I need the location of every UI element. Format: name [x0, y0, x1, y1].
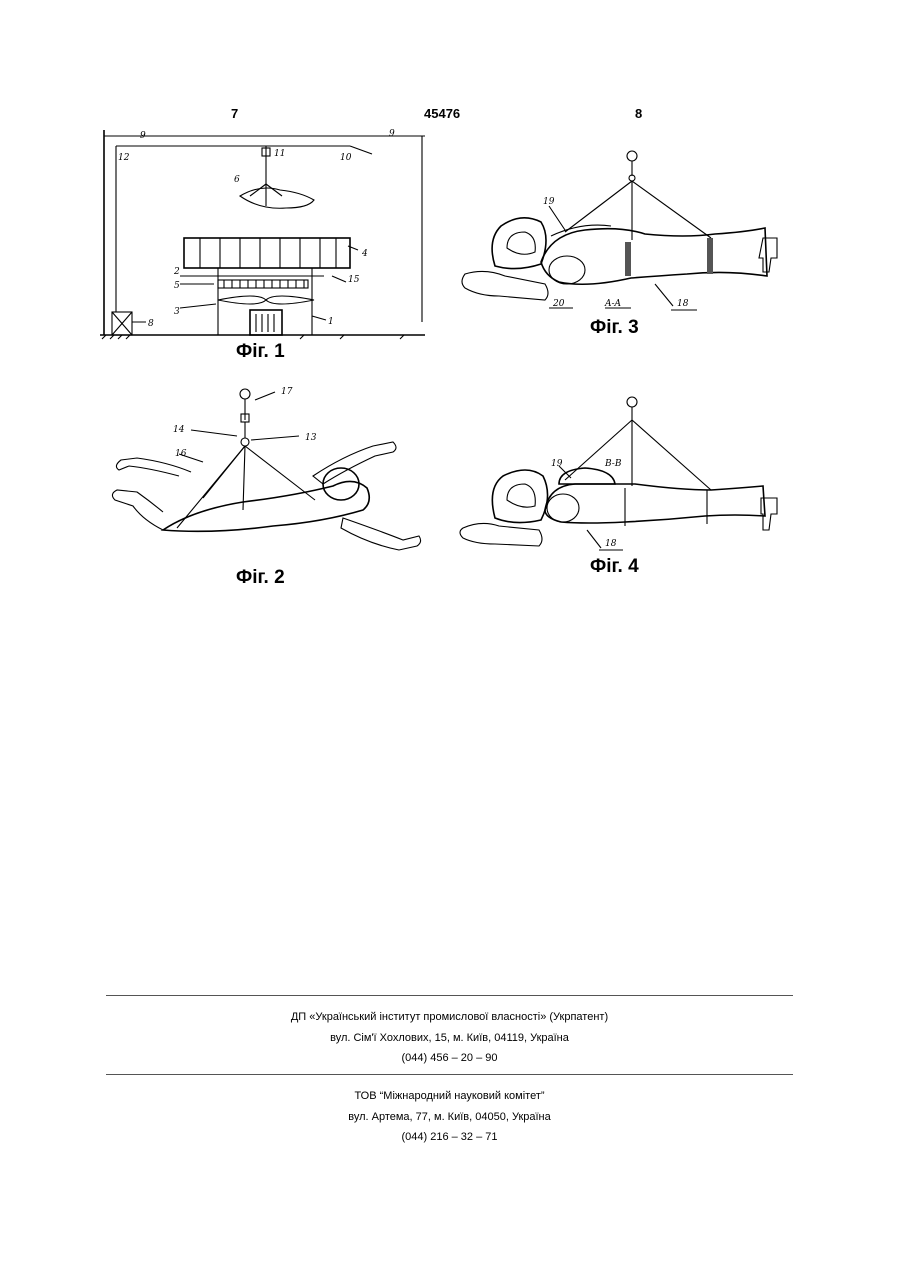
- publisher-name: ДП «Український інститут промислової вла…: [106, 1011, 793, 1023]
- page-number-left: 7: [231, 106, 238, 121]
- figure-3-drawing: 19 20 A-A 18: [455, 146, 785, 318]
- figure-1-caption: Фіг. 1: [236, 341, 285, 363]
- svg-text:B-B: B-B: [604, 459, 622, 469]
- publisher-address: вул. Сім'ї Хохлових, 15, м. Київ, 04119,…: [106, 1032, 793, 1044]
- figure-4-drawing: 19 B-B 18: [455, 390, 785, 558]
- svg-text:2: 2: [173, 267, 180, 277]
- svg-text:5: 5: [174, 281, 180, 291]
- footer-divider-top: [106, 995, 793, 996]
- figure-2-caption: Фіг. 2: [236, 567, 285, 589]
- printer-phone: (044) 216 – 32 – 71: [106, 1131, 793, 1143]
- svg-text:3: 3: [174, 307, 180, 317]
- patent-number: 45476: [424, 106, 460, 121]
- svg-text:20: 20: [552, 299, 565, 309]
- figure-4-caption: Фіг. 4: [590, 556, 639, 578]
- svg-text:9: 9: [389, 129, 395, 139]
- svg-text:19: 19: [543, 197, 555, 207]
- svg-text:18: 18: [677, 299, 689, 309]
- svg-text:6: 6: [234, 175, 240, 185]
- svg-text:10: 10: [340, 153, 352, 163]
- figure-3-caption: Фіг. 3: [590, 317, 639, 339]
- svg-text:17: 17: [281, 387, 293, 397]
- svg-text:1: 1: [328, 317, 334, 327]
- figure-2-drawing: 17 14 13 16: [103, 380, 428, 570]
- svg-text:13: 13: [305, 433, 317, 443]
- publisher-phone: (044) 456 – 20 – 90: [106, 1052, 793, 1064]
- svg-text:19: 19: [551, 459, 563, 469]
- page-number-right: 8: [635, 106, 642, 121]
- footer-divider-middle: [106, 1074, 793, 1075]
- svg-text:14: 14: [173, 425, 185, 435]
- svg-text:18: 18: [605, 539, 617, 549]
- svg-text:4: 4: [361, 249, 368, 259]
- svg-text:16: 16: [175, 449, 187, 459]
- svg-text:9: 9: [140, 131, 146, 141]
- svg-text:12: 12: [118, 153, 130, 163]
- svg-text:11: 11: [274, 149, 285, 159]
- printer-name: ТОВ “Міжнародний науковий комітет”: [106, 1090, 793, 1102]
- printer-address: вул. Артема, 77, м. Київ, 04050, Україна: [106, 1111, 793, 1123]
- svg-text:A-A: A-A: [604, 299, 622, 309]
- svg-text:8: 8: [148, 319, 154, 329]
- svg-text:15: 15: [348, 275, 360, 285]
- figure-1-drawing: 9 9 12 11 10 6 4 2 5 15 3 1 8: [100, 126, 425, 342]
